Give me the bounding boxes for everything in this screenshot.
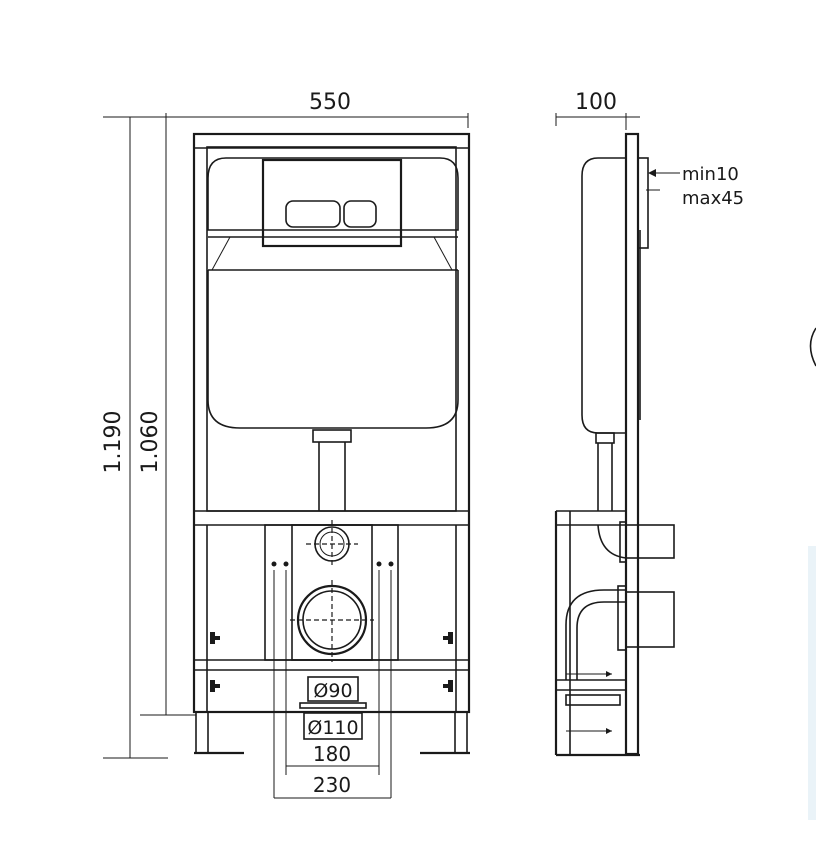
max-label: max45 bbox=[682, 188, 744, 209]
cropped-side-panel bbox=[808, 546, 816, 820]
frame-height-label: 1.060 bbox=[138, 411, 163, 474]
waste-pipe-area bbox=[264, 520, 399, 662]
bolt-left-outer bbox=[271, 561, 277, 567]
pipe-small-label: Ø90 bbox=[313, 680, 352, 702]
frame-legs bbox=[194, 712, 470, 755]
bolt-right-inner bbox=[376, 561, 382, 567]
outer-spacing-label: 230 bbox=[313, 773, 351, 797]
cistern-side bbox=[581, 157, 627, 511]
bolt-right-outer bbox=[388, 561, 394, 567]
cropped-edge-elements bbox=[808, 327, 816, 820]
depth-label: 100 bbox=[575, 90, 617, 115]
front-view: 550 1.190 1.060 bbox=[101, 90, 471, 799]
connector-pipes: Ø90 Ø110 bbox=[299, 676, 367, 740]
side-view: 100 min10 max45 bbox=[554, 90, 744, 757]
waste-pipes-side bbox=[565, 521, 675, 734]
down-pipe bbox=[312, 429, 352, 511]
width-label: 550 bbox=[309, 90, 351, 115]
side-frame bbox=[554, 132, 640, 757]
min-label: min10 bbox=[682, 164, 739, 185]
frame bbox=[192, 132, 471, 714]
overall-height-dimension: 1.190 bbox=[101, 116, 190, 759]
width-dimension: 550 bbox=[165, 90, 469, 128]
depth-dimension: 100 bbox=[555, 90, 640, 130]
flush-plate bbox=[261, 158, 403, 248]
plate-depth-indicator: min10 max45 bbox=[637, 157, 744, 420]
bolt-left-inner bbox=[283, 561, 289, 567]
wall-brackets bbox=[210, 632, 453, 692]
cistern bbox=[207, 157, 459, 429]
inner-spacing-label: 180 bbox=[313, 742, 351, 766]
bolt-spacing-dimensions: 180 230 bbox=[273, 570, 392, 799]
pipe-large-label: Ø110 bbox=[307, 717, 358, 739]
frame-height-dimension: 1.060 bbox=[138, 117, 196, 716]
overall-height-label: 1.190 bbox=[101, 411, 126, 474]
